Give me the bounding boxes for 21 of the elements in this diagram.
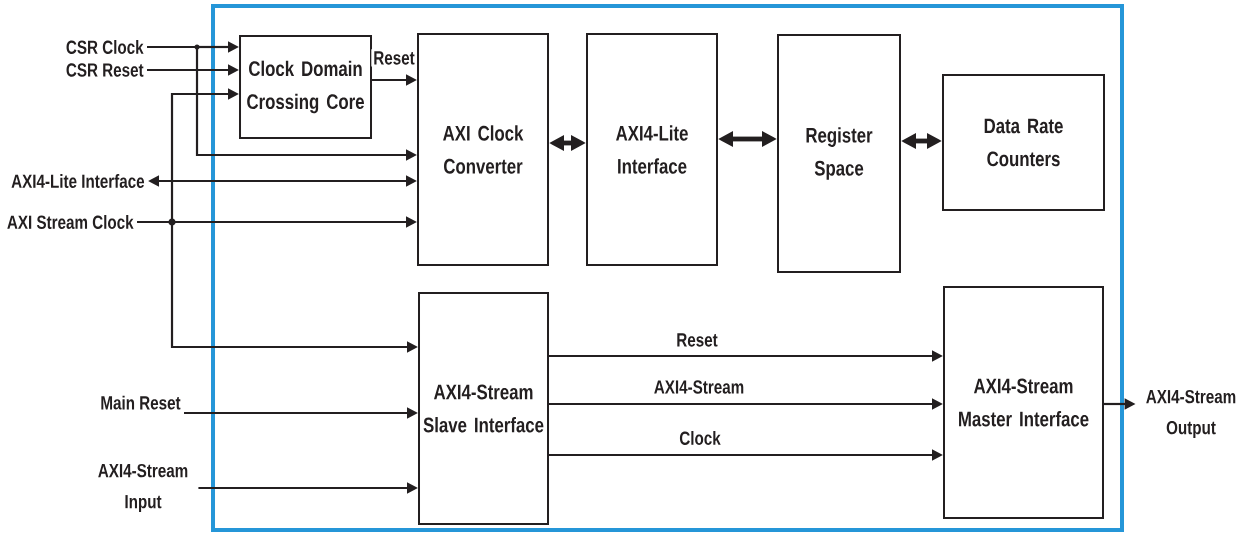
edge-label: Clock [677, 429, 723, 447]
module-box: Clock Domain Crossing Core [239, 35, 372, 139]
block-frame [211, 4, 1124, 532]
edge-label: Reset [674, 331, 720, 349]
edge-label: Reset [371, 49, 417, 67]
signal-label: CSR Reset [66, 63, 144, 77]
signal-label: CSR Clock [66, 40, 144, 54]
signal-label: AXI4-Stream Input [98, 463, 188, 513]
connector-line [147, 44, 200, 50]
module-box: AXI4-Lite Interface [586, 33, 718, 266]
module-box: Register Space [777, 34, 901, 273]
signal-label: AXI4-Stream Output [1146, 389, 1236, 439]
module-box: Data Rate Counters [942, 74, 1105, 211]
signal-label: Main Reset [101, 395, 181, 410]
edge-label: AXI4-Stream [651, 378, 747, 396]
connector-line [137, 218, 176, 226]
signal-label: AXI4-Lite Interface [11, 174, 145, 188]
module-box: AXI4-Stream Slave Interface [418, 292, 549, 525]
signal-label: AXI Stream Clock [7, 215, 134, 229]
module-box: AXI Clock Converter [417, 33, 549, 266]
module-box: AXI4-Stream Master Interface [943, 286, 1104, 519]
